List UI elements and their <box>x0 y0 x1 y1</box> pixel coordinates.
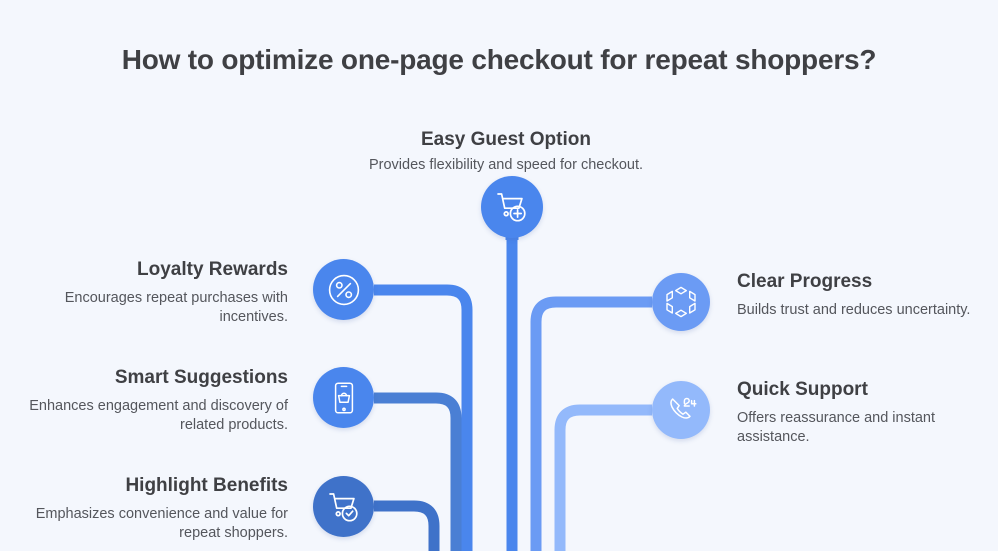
node-description: Emphasizes convenience and value for rep… <box>35 506 288 541</box>
node-title: Loyalty Rewards <box>137 259 288 280</box>
node-label-smart-suggestions: Smart Suggestions Enhances engagement an… <box>20 366 288 435</box>
node-label-quick-support: Quick Support Offers reassurance and ins… <box>737 378 992 447</box>
hexagon-progress-icon <box>664 285 698 319</box>
node-icon-easy-guest-option[interactable] <box>481 176 543 238</box>
cart-plus-icon <box>493 188 531 226</box>
node-description: Encourages repeat purchases with incenti… <box>64 290 288 325</box>
node-label-loyalty-rewards: Loyalty Rewards Encourages repeat purcha… <box>20 258 288 327</box>
node-description: Builds trust and reduces uncertainty. <box>737 302 971 318</box>
node-title: Highlight Benefits <box>125 475 288 496</box>
node-title: Easy Guest Option <box>421 129 591 150</box>
node-icon-highlight-benefits[interactable] <box>313 476 374 537</box>
percent-discount-icon <box>325 271 363 309</box>
node-icon-loyalty-rewards[interactable] <box>313 259 374 320</box>
node-icon-clear-progress[interactable] <box>652 273 710 331</box>
phone-24-support-icon <box>663 392 699 428</box>
node-label-clear-progress: Clear Progress Builds trust and reduces … <box>737 270 992 320</box>
cart-check-icon <box>325 488 363 526</box>
mobile-basket-icon <box>326 380 362 416</box>
node-title: Smart Suggestions <box>114 367 288 388</box>
node-label-easy-guest-option: Easy Guest Option Provides flexibility a… <box>299 128 713 175</box>
node-description: Provides flexibility and speed for check… <box>368 157 644 173</box>
node-icon-quick-support[interactable] <box>652 381 710 439</box>
node-description: Offers reassurance and instant assistanc… <box>737 410 936 445</box>
node-description: Enhances engagement and discovery of rel… <box>29 398 288 433</box>
node-title: Clear Progress <box>737 271 873 292</box>
node-label-highlight-benefits: Highlight Benefits Emphasizes convenienc… <box>20 474 288 543</box>
node-icon-smart-suggestions[interactable] <box>313 367 374 428</box>
node-title: Quick Support <box>737 379 868 400</box>
page-title: How to optimize one-page checkout for re… <box>121 44 877 75</box>
